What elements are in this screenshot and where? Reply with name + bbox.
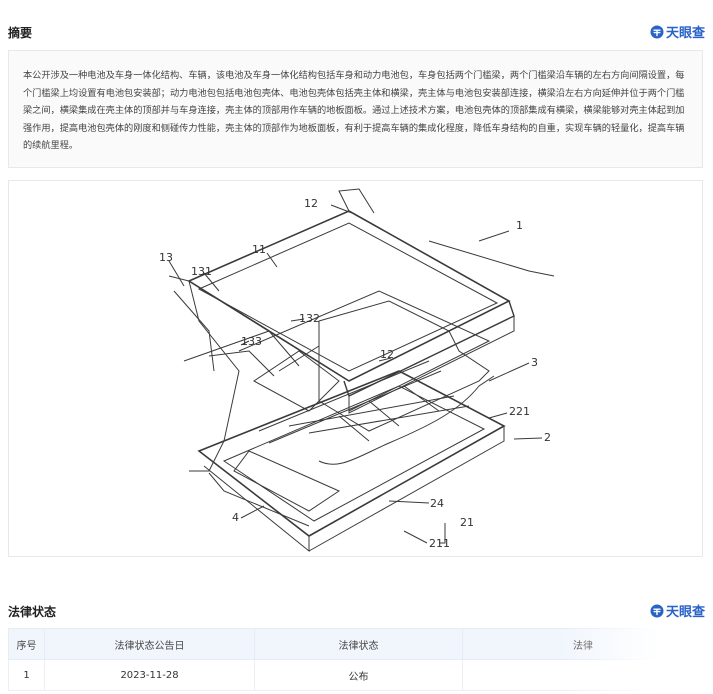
figure-label: 4 — [232, 511, 239, 524]
fade-overlay — [560, 620, 713, 694]
figure-label: 24 — [430, 497, 444, 510]
tianyancha-logo-icon — [650, 25, 664, 38]
figure-label: 133 — [241, 335, 262, 348]
figure-label: 211 — [429, 537, 450, 550]
abstract-title: 摘要 — [8, 26, 33, 40]
figure-label: 13 — [159, 251, 173, 264]
column-header: 法律状态 — [254, 628, 463, 660]
patent-figure[interactable]: 12 1 11 13 131 132 133 12 3 221 2 24 21 … — [8, 180, 703, 557]
abstract-box: 本公开涉及一种电池及车身一体化结构、车辆，该电池及车身一体化结构包括车身和动力电… — [8, 50, 703, 168]
patent-drawing: 12 1 11 13 131 132 133 12 3 221 2 24 21 … — [159, 188, 555, 553]
figure-label: 1 — [516, 219, 523, 232]
column-header: 法律状态公告日 — [44, 628, 255, 660]
tianyancha-logo-icon — [650, 604, 664, 617]
legal-status-title: 法律状态 — [8, 605, 57, 619]
figure-label: 11 — [252, 243, 266, 256]
column-header: 序号 — [8, 628, 45, 660]
tianyancha-logo[interactable]: 天眼查 — [650, 601, 705, 620]
figure-label: 221 — [509, 405, 530, 418]
brand-name: 天眼查 — [665, 26, 705, 41]
table-cell: 公布 — [254, 659, 463, 691]
table-cell: 1 — [8, 659, 45, 691]
table-cell: 2023-11-28 — [44, 659, 255, 691]
figure-label: 3 — [531, 356, 538, 369]
figure-label: 12 — [380, 348, 394, 361]
brand-name: 天眼查 — [665, 605, 705, 620]
figure-label: 12 — [304, 197, 318, 210]
tianyancha-logo[interactable]: 天眼查 — [650, 22, 705, 41]
figure-label: 132 — [299, 312, 320, 325]
abstract-text: 本公开涉及一种电池及车身一体化结构、车辆，该电池及车身一体化结构包括车身和动力电… — [23, 70, 685, 151]
figure-label: 2 — [544, 431, 551, 444]
figure-label: 21 — [460, 516, 474, 529]
figure-label: 131 — [191, 265, 212, 278]
